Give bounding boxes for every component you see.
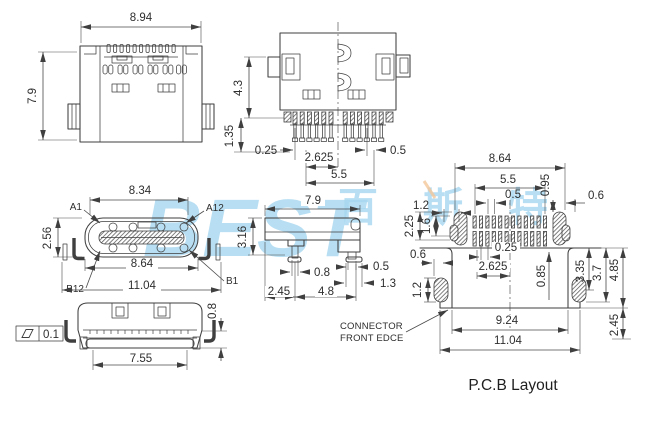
dim-pcb-12l: 1.2 bbox=[412, 282, 424, 298]
top-view: 8.94 7.9 bbox=[27, 12, 215, 143]
dim-bv-55: 5.5 bbox=[331, 169, 347, 181]
dim-pcb-225: 2.25 bbox=[404, 215, 416, 237]
front-edge-note-line2: FRONT EDCE bbox=[340, 333, 404, 344]
dim-pcb-924: 9.24 bbox=[496, 315, 519, 327]
dim-bv-2625: 2.625 bbox=[305, 152, 334, 164]
dim-pcb-2625: 2.625 bbox=[479, 261, 508, 273]
flatness-callout: 0.1 bbox=[15, 325, 64, 342]
pcb-layout: 8.64 5.5 0.95 0.5 0.6 1.2 2.25 1.6 0.25 … bbox=[340, 153, 631, 394]
dim-bk-08: 0.8 bbox=[207, 303, 219, 319]
front-view: A1 A12 B12 B1 8.34 2.56 8.64 11.04 bbox=[42, 185, 239, 295]
dim-fv-256: 2.56 bbox=[42, 227, 54, 249]
shell-teeth bbox=[106, 44, 176, 53]
dim-bk-755: 7.55 bbox=[130, 353, 152, 365]
dim-bv-05: 0.5 bbox=[390, 145, 406, 157]
flatness-value: 0.1 bbox=[43, 329, 59, 341]
bottom-view: 4.3 1.35 0.25 2.625 5.5 0.5 bbox=[224, 22, 411, 186]
pin-label-a12: A12 bbox=[206, 203, 224, 214]
dim-pcb-06r: 0.6 bbox=[588, 190, 604, 202]
dim-bv-43: 4.3 bbox=[233, 80, 245, 96]
flatness-icon bbox=[21, 329, 34, 338]
dim-sv-245: 2.45 bbox=[268, 286, 290, 298]
dim-sv-05: 0.5 bbox=[373, 261, 389, 273]
dim-pcb-485: 4.85 bbox=[609, 259, 621, 281]
dim-top-width: 8.94 bbox=[130, 12, 153, 24]
dim-pcb-37: 3.7 bbox=[592, 265, 604, 281]
mount-hole-left bbox=[433, 277, 449, 303]
watermark-latin: BEST bbox=[143, 183, 368, 274]
dim-fv-864: 8.64 bbox=[131, 258, 154, 270]
dim-pcb-025: 0.25 bbox=[495, 242, 517, 254]
solder-pins bbox=[292, 111, 385, 142]
back-view: 0.1 7.55 0.8 bbox=[15, 302, 227, 370]
dim-pcb-05: 0.5 bbox=[505, 189, 521, 201]
pin-label-b12: B12 bbox=[66, 284, 84, 295]
dim-pcb-12t: 1.2 bbox=[413, 200, 429, 212]
watermark: BEST 百斯特 bbox=[143, 180, 548, 274]
contact-slots bbox=[102, 64, 187, 75]
dim-fv-834: 8.34 bbox=[129, 185, 152, 197]
dim-pcb-095: 0.95 bbox=[540, 174, 552, 196]
pin-label-b1: B1 bbox=[226, 276, 239, 287]
dim-top-height: 7.9 bbox=[27, 88, 39, 104]
dim-pcb-245: 2.45 bbox=[609, 314, 621, 336]
dim-pcb-864: 8.64 bbox=[489, 153, 512, 165]
dim-pcb-06l: 0.6 bbox=[410, 249, 426, 261]
dim-sv-79: 7.9 bbox=[305, 195, 321, 207]
dim-pcb-335: 3.35 bbox=[575, 260, 587, 282]
dim-pcb-16: 1.6 bbox=[421, 218, 433, 234]
dim-pcb-1104: 11.04 bbox=[494, 335, 523, 347]
dim-fv-1104: 11.04 bbox=[128, 280, 157, 292]
pin-ticks bbox=[89, 330, 189, 334]
pad-row-top bbox=[472, 215, 548, 229]
front-edge-callout: CONNECTOR FRONT EDCE bbox=[340, 309, 449, 344]
dim-pcb-55: 5.5 bbox=[500, 174, 516, 186]
pin-label-a1: A1 bbox=[70, 202, 83, 213]
dim-bv-135: 1.35 bbox=[224, 125, 236, 147]
front-edge-note-line1: CONNECTOR bbox=[340, 321, 403, 332]
side-view: 7.9 3.16 0.8 0.5 1.3 2.45 4.8 bbox=[237, 194, 396, 301]
pcb-layout-title: P.C.B Layout bbox=[468, 377, 558, 394]
dim-bv-025: 0.25 bbox=[255, 145, 277, 157]
watermark-accent bbox=[422, 180, 437, 199]
dim-pcb-085: 0.85 bbox=[536, 265, 548, 287]
dim-sv-48: 4.8 bbox=[318, 286, 334, 298]
dim-sv-08: 0.8 bbox=[314, 267, 330, 279]
dim-sv-316: 3.16 bbox=[237, 226, 249, 248]
dim-sv-13: 1.3 bbox=[380, 278, 396, 290]
